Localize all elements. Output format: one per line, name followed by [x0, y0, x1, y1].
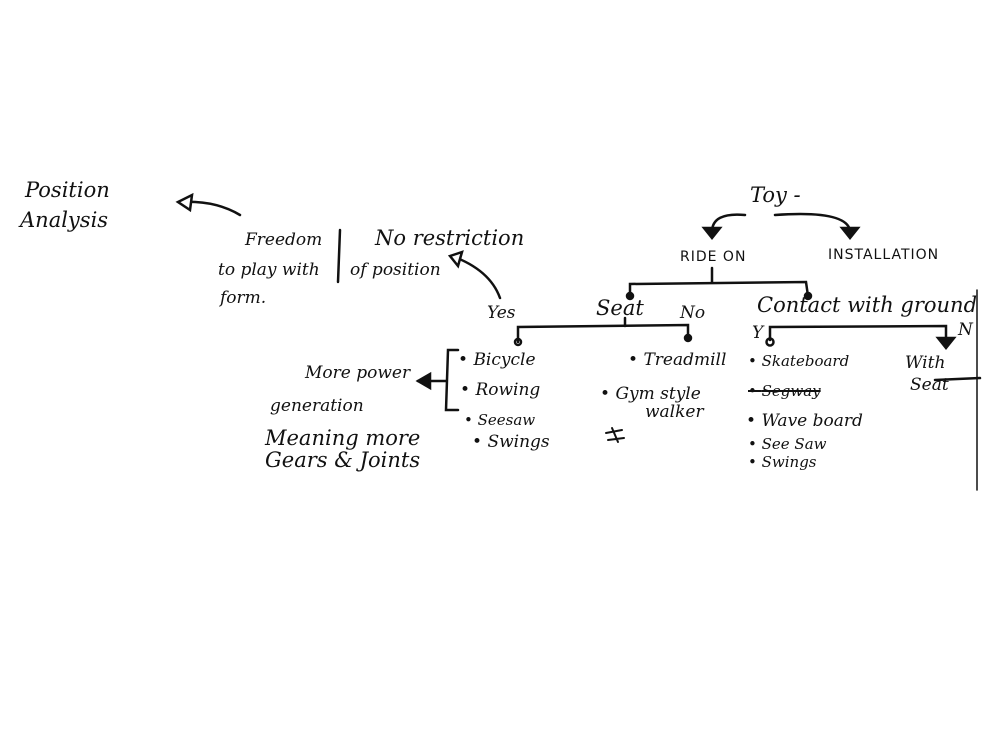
arrow-toy-installation [773, 212, 852, 232]
arrowhead [447, 250, 464, 269]
contact-label: Contact with ground [757, 293, 978, 317]
power-note-line4: Gears & Joints [265, 448, 421, 472]
branch-ride-on: RIDE ON [680, 249, 747, 265]
with-seat-line2: Seat [910, 375, 949, 395]
list-item: • Wave board [746, 411, 863, 431]
arrowhead [175, 192, 194, 213]
root-toy: Toy - [750, 183, 801, 207]
list-item: • Bicycle [458, 350, 536, 370]
power-note-line3: Meaning more [265, 426, 421, 450]
no-restriction-line1: No restriction [375, 226, 525, 250]
bracket [444, 348, 460, 412]
seat-yes-label: Yes [487, 303, 516, 323]
position-analysis-line2: Analysis [20, 208, 109, 232]
seat-split [516, 323, 690, 344]
branch-installation: INSTALLATION [828, 247, 940, 263]
list-item: • Gym style [600, 384, 701, 404]
power-note-line1: More power [305, 363, 411, 383]
freedom-line2: to play with [218, 260, 320, 280]
list-item: • Treadmill [628, 350, 727, 370]
power-note-line2: generation [270, 396, 364, 416]
list-item: • Skateboard [748, 352, 850, 370]
scribble [605, 427, 625, 443]
contact-no-label: N [958, 320, 973, 340]
contact-split [768, 324, 948, 342]
list-item: • Rowing [460, 380, 541, 400]
arrowhead [701, 226, 723, 241]
list-item: • Swings [748, 453, 817, 471]
contact-yes-label: Y [752, 323, 764, 343]
with-seat-underline [933, 376, 982, 382]
divider-line [336, 228, 342, 284]
list-item-continuation: walker [645, 402, 704, 422]
list-item: • Swings [472, 432, 550, 452]
arrowhead [839, 226, 861, 241]
freedom-line1: Freedom [245, 230, 323, 250]
list-item-struck: • Segway [748, 382, 821, 400]
list-item: • See Saw [748, 435, 827, 453]
with-seat-line1: With [905, 353, 946, 373]
list-item: • Seesaw [464, 411, 536, 429]
seat-no-label: No [680, 303, 706, 323]
position-analysis-line1: Position [25, 178, 110, 202]
no-restriction-line2: of position [350, 260, 441, 280]
seat-label: Seat [596, 296, 644, 320]
ride-on-split [628, 280, 810, 298]
freedom-line3: form. [220, 288, 267, 308]
